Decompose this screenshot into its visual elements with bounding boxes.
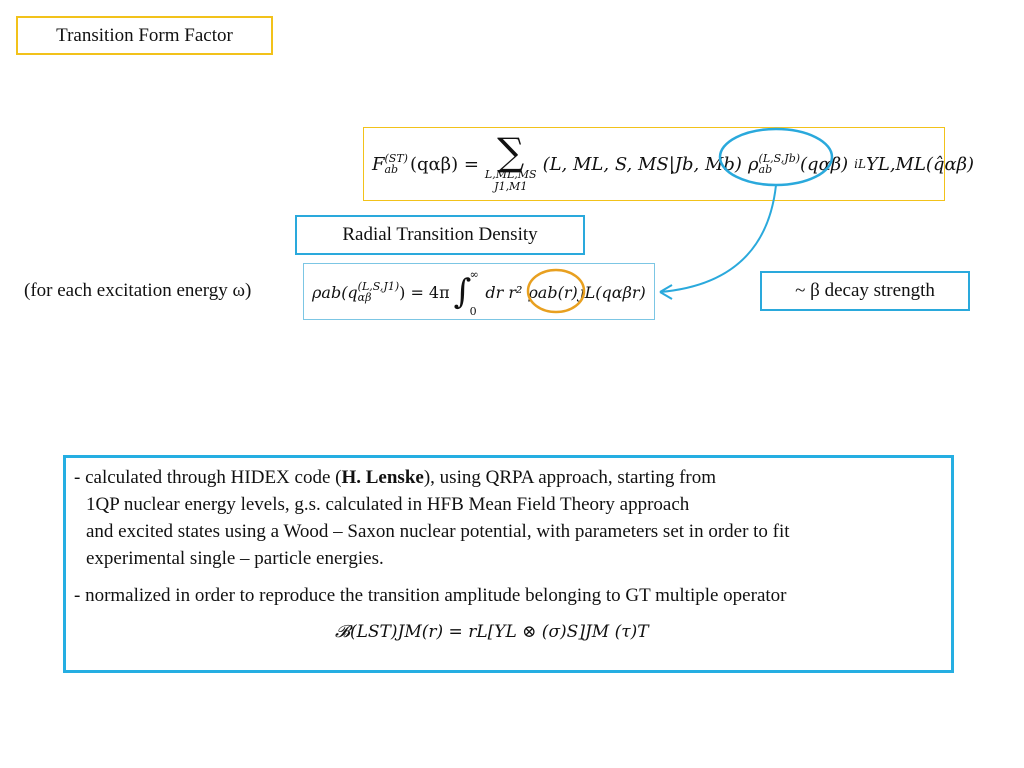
author-name: H. Lenske xyxy=(341,467,424,488)
integrand-bessel: jL(qαβr) xyxy=(579,282,646,302)
radial-density-formula: ρab(q(L,S,J1)αβ ) = 4π ∫∞0 dr r² ρab(r) … xyxy=(303,263,655,320)
excitation-energy-note: (for each excitation energy ω) xyxy=(24,280,252,301)
integral-sign: ∫∞0 xyxy=(453,268,479,318)
ff-i-power: iL xyxy=(854,157,866,171)
ff-lhs-sub: ab xyxy=(384,163,399,176)
note-line-1: - calculated through HIDEX code (H. Lens… xyxy=(74,464,941,491)
notes-box: - calculated through HIDEX code (H. Lens… xyxy=(63,455,954,673)
sum-operator: ∑ L,ML,MS J1,M1 xyxy=(484,130,537,193)
integrand-measure: dr r² xyxy=(485,282,523,302)
connector-arrowhead xyxy=(659,284,673,300)
clebsch-gordan: (L, ML, S, MS|Jb, Mb) xyxy=(542,153,742,175)
rd-lhs-sup: (L,S,J1) xyxy=(357,280,400,293)
sum-limits-2: J1,M1 xyxy=(494,180,528,193)
connector-arrow xyxy=(659,184,777,293)
form-factor-formula: F(ST)ab (qαβ) = ∑ L,ML,MS J1,M1 (L, ML, … xyxy=(363,127,974,201)
rd-lhs-close: ) = 4π xyxy=(399,282,450,302)
gt-operator-formula: 𝓑(LST)JM(r) = rL[YL ⊗ (σ)S]JM (τ)T xyxy=(335,622,649,642)
ff-arg: (qαβ) = xyxy=(409,153,479,175)
ff-rho-sub: ab xyxy=(758,163,773,176)
ff-rho: ρ xyxy=(747,153,759,175)
slide-title: Transition Form Factor xyxy=(16,16,273,55)
note-line-1-post: ), using QRPA approach, starting from xyxy=(423,467,717,488)
integral-lower: 0 xyxy=(469,305,477,318)
note-line-5: - normalized in order to reproduce the t… xyxy=(74,585,787,606)
sum-limits-1: L,ML,MS xyxy=(484,168,537,181)
note-line-4: experimental single – particle energies. xyxy=(86,548,384,569)
form-factor-equation: F(ST)ab (qαβ) = ∑ L,ML,MS J1,M1 (L, ML, … xyxy=(372,130,975,194)
ff-lhs: F xyxy=(372,153,385,175)
rd-lhs: ρab(q xyxy=(312,282,358,302)
integrand-rho: ρab(r) xyxy=(528,282,578,302)
note-line-3: and excited states using a Wood – Saxon … xyxy=(86,521,790,542)
radial-density-label: Radial Transition Density xyxy=(295,215,585,255)
beta-decay-label: ~ β decay strength xyxy=(760,271,970,311)
spherical-harmonic: YL,ML(q̂αβ) xyxy=(865,153,975,175)
ff-lhs-sup: (ST) xyxy=(384,152,408,165)
note-line-1-pre: - calculated through HIDEX code ( xyxy=(74,467,342,488)
ff-rho-arg: (qαβ) xyxy=(800,153,849,175)
radial-density-equation: ρab(q(L,S,J1)αβ ) = 4π ∫∞0 dr r² ρab(r) … xyxy=(312,268,646,318)
rd-lhs-sub: αβ xyxy=(357,291,372,304)
integral-upper: ∞ xyxy=(469,268,479,281)
note-line-2: 1QP nuclear energy levels, g.s. calculat… xyxy=(86,494,690,515)
